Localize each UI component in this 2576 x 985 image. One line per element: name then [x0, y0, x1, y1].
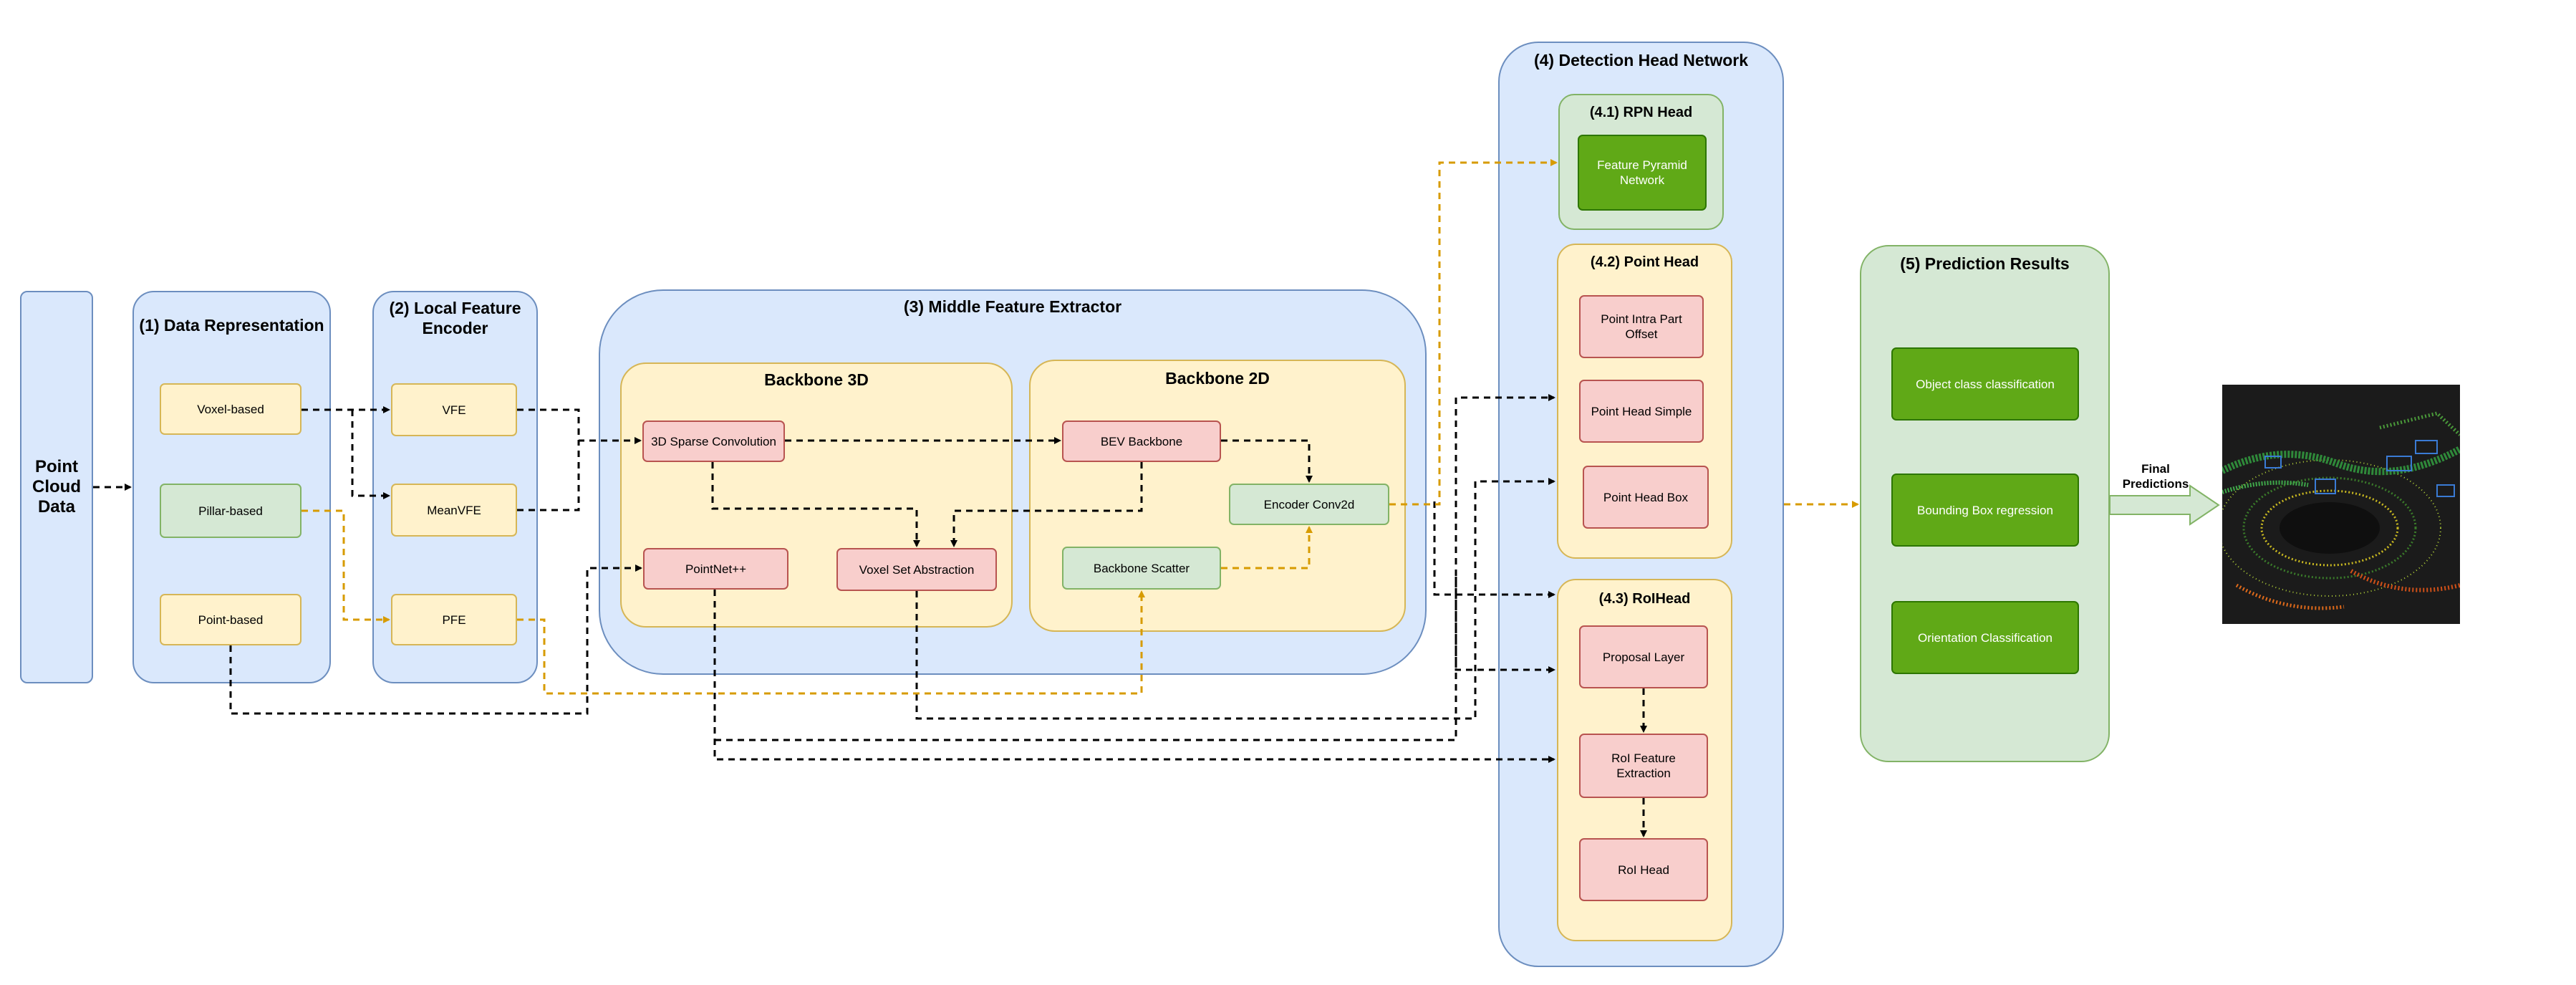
pointnet-node: PointNet++	[643, 548, 788, 590]
encoder-conv2d-node: Encoder Conv2d	[1229, 484, 1389, 525]
stage1-title: (1) Data Representation	[139, 316, 324, 335]
orientation-node: Orientation Classification	[1891, 601, 2079, 674]
pillar-based-node: Pillar-based	[160, 484, 302, 538]
pointnet-to-pointhead-arrow	[715, 394, 1555, 741]
point-head-box-node: Point Head Box	[1583, 466, 1709, 529]
pillar-to-pfe-arrow	[302, 509, 390, 623]
encoder-to-rpn-arrow	[1389, 159, 1558, 506]
point-intra-part-node: Point Intra Part Offset	[1579, 295, 1704, 358]
vfe-node: VFE	[391, 383, 517, 436]
scatter-to-encoder-arrow	[1221, 526, 1313, 570]
point-cloud-image	[2222, 385, 2460, 624]
feature-pyramid-node: Feature Pyramid Network	[1578, 135, 1707, 211]
voxel-set-abstraction-node: Voxel Set Abstraction	[836, 548, 997, 591]
rpn-head-title: (4.1) RPN Head	[1589, 105, 1693, 120]
feature-pyramid-label: Feature Pyramid Network	[1597, 158, 1687, 187]
bbox-regression-node: Bounding Box regression	[1891, 474, 2079, 547]
vfe-to-sparse-arrow	[517, 408, 642, 444]
final-predictions-arrow	[2109, 484, 2220, 526]
pointnet-to-roi-arrow	[713, 590, 1555, 763]
point-based-to-pointnet-arrow	[229, 564, 642, 715]
bev-backbone-node: BEV Backbone	[1062, 421, 1221, 462]
object-class-node: Object class classification	[1891, 347, 2079, 421]
stage2-title: (2) Local Feature Encoder	[389, 299, 521, 337]
roi-feature-extraction-node: RoI Feature Extraction	[1579, 734, 1708, 798]
backbone2d-title: Backbone 2D	[1165, 369, 1270, 388]
stage3-title: (3) Middle Feature Extractor	[903, 297, 1122, 316]
stage4-title: (4) Detection Head Network	[1533, 51, 1749, 69]
backbone3d-title: Backbone 3D	[764, 370, 869, 389]
stage5-title: (5) Prediction Results	[1900, 254, 2070, 273]
bev-to-encoder-arrow	[1221, 439, 1313, 483]
input-label: Point Cloud Data	[32, 457, 81, 516]
roi-head-node: RoI Head	[1579, 838, 1708, 901]
input-panel: Point Cloud Data	[20, 291, 93, 683]
vsa-to-pointheadbox-arrow	[915, 478, 1555, 720]
point-based-node: Point-based	[160, 594, 302, 645]
backbone-scatter-node: Backbone Scatter	[1062, 547, 1221, 590]
voxel-to-meanvfe-arrow	[351, 410, 390, 499]
roi-head-title: (4.3) RoIHead	[1598, 591, 1691, 607]
vsa-to-proposal-arrow	[1455, 577, 1555, 673]
sparse-conv-node: 3D Sparse Convolution	[642, 421, 785, 462]
bev-to-vsa-arrow	[950, 462, 1143, 547]
point-head-title: (4.2) Point Head	[1590, 254, 1699, 270]
pfe-node: PFE	[391, 594, 517, 645]
sparse-to-vsa-arrow	[711, 462, 920, 547]
meanvfe-to-sparse-arrow	[517, 441, 580, 511]
voxel-based-node: Voxel-based	[160, 383, 302, 435]
pfe-to-scatter-arrow	[517, 590, 1145, 695]
final-predictions-label: Final Predictions	[2122, 462, 2189, 491]
meanvfe-node: MeanVFE	[391, 484, 517, 537]
encoder-to-roihead-arrow	[1433, 501, 1555, 598]
proposal-layer-node: Proposal Layer	[1579, 625, 1708, 688]
point-head-simple-node: Point Head Simple	[1579, 380, 1704, 443]
